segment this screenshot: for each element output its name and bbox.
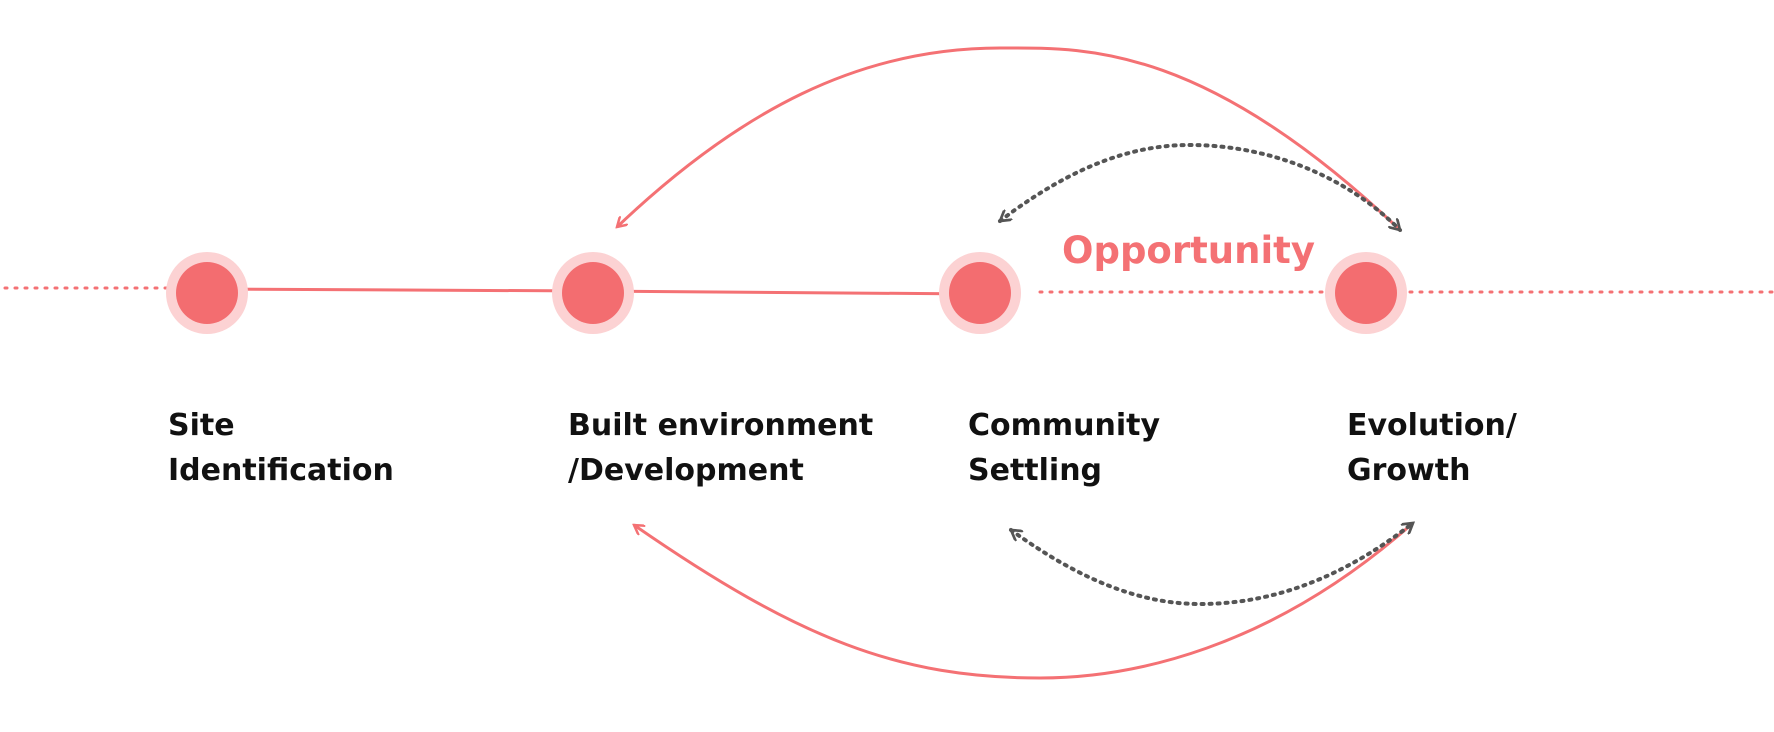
timeline-solid-segment-1 [206, 287, 594, 293]
top-grey-dotted-arc-arrow [1000, 142, 1402, 232]
stage-label-evolution-line-1: Evolution/ [1347, 408, 1517, 443]
stage-node-evolution [1325, 252, 1407, 334]
stage-label-built-line-1: Built environment [568, 408, 874, 443]
stage-label-evolution: Evolution/ Growth [1347, 403, 1517, 493]
stage-label-community-line-1: Community [968, 408, 1161, 443]
stage-label-built: Built environment /Development [568, 403, 873, 493]
stage-label-site-line-1: Site [168, 408, 235, 443]
stage-label-site: Site Identification [168, 403, 394, 493]
bottom-red-arc-arrow [634, 521, 1414, 680]
timeline-solid-segment-2 [592, 289, 979, 296]
stage-label-community: Community Settling [968, 403, 1160, 493]
stage-label-built-line-2: /Development [568, 453, 804, 488]
opportunity-label: Opportunity [1062, 229, 1315, 272]
stage-node-site [166, 252, 248, 334]
top-red-arc-arrow [617, 46, 1402, 232]
stage-label-evolution-line-2: Growth [1347, 453, 1471, 488]
bottom-grey-dotted-arc-arrow [1011, 521, 1413, 607]
stage-label-community-line-2: Settling [968, 453, 1103, 488]
stage-node-built [552, 252, 634, 334]
stage-label-site-line-2: Identification [168, 453, 394, 488]
stage-node-community [939, 252, 1021, 334]
